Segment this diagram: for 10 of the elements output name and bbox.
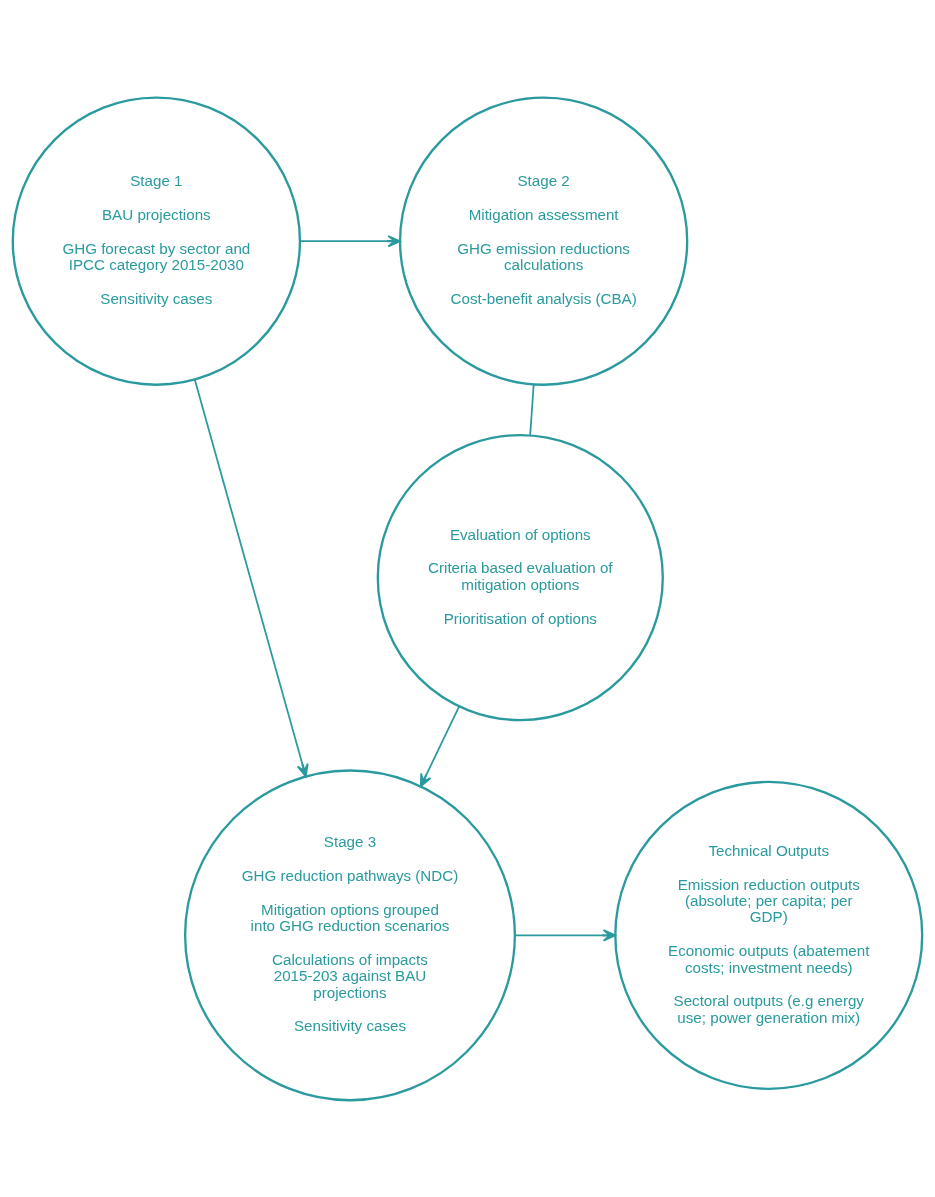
arrow bbox=[299, 234, 401, 247]
arrow bbox=[193, 378, 309, 777]
node-circle: Stage 3 GHG reduction pathways (NDC) Mitigation options grouped into GHG reduction scenarios Calculations of impacts 2015-203 against BAU projections Sensitivity cases bbox=[183, 768, 517, 1101]
arrow bbox=[419, 705, 460, 787]
node-circle: Technical Outputs Emission reduction outputs (absolute; per capita; per GDP) Economic outputs (abatement costs; investment needs) Sectoral outputs (e.g energy use; power generation mix) bbox=[614, 780, 924, 1090]
node-circle: Evaluation of options Criteria based evaluation of mitigation options Prioritisation of options bbox=[376, 433, 664, 721]
node-circle: Stage 2 Mitigation assessment GHG emission reductions calculations Cost-benefit analysis (CBA) bbox=[398, 95, 689, 386]
connector bbox=[529, 383, 535, 436]
node-circle: Stage 1 BAU projections GHG forecast by sector and IPCC category 2015-2030 Sensitivity cases bbox=[11, 95, 302, 386]
arrow bbox=[514, 928, 617, 941]
